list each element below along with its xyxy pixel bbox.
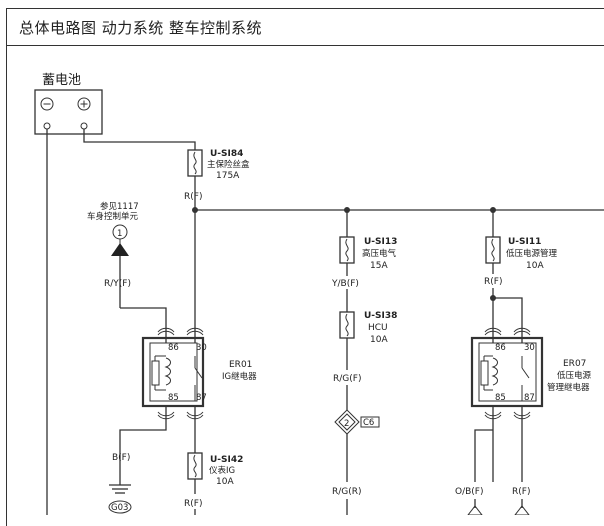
battery-box (34, 89, 103, 135)
fuse-hcu-id: U-SI38 (364, 311, 397, 321)
wire-label-rf-meter: R(F) (184, 499, 202, 509)
relay-switch-icon (194, 367, 203, 379)
er07-pin-86: 86 (495, 343, 506, 353)
fuse-main-rating: 175A (216, 171, 240, 181)
fuse-meter: U-SI42 仪表IG 10A (187, 452, 243, 487)
fuse-hv-name: 高压电气 (362, 248, 397, 259)
fuse-hv: U-SI13 高压电气 15A (339, 236, 397, 271)
er07-pin-87: 87 (524, 393, 535, 403)
connector-arrow-icon (467, 505, 483, 515)
wire-label-ryf: R/Y(F) (104, 279, 131, 289)
wire-label-ybf: Y/B(F) (331, 279, 359, 289)
relay-er01-id: ER01 (229, 360, 252, 370)
fuse-lv-name: 低压电源管理 (506, 248, 558, 259)
arrow-up-icon (111, 243, 129, 256)
relay-er01-box (141, 336, 205, 408)
wire-label-rgr: R/G(R) (332, 487, 362, 497)
relay-er07-box (470, 336, 544, 408)
fuse-lv: U-SI11 低压电源管理 10A (485, 236, 558, 271)
battery-label: 蓄电池 (42, 73, 81, 88)
wire-label-rf-lv2: R(F) (512, 487, 530, 497)
ground-symbol-icon: G03 (108, 484, 132, 514)
relay-er01: 86 30 85 87 ER01 IG继电器 (141, 327, 257, 420)
page-title: 总体电路图 动力系统 整车控制系统 (19, 19, 263, 37)
fuse-meter-id: U-SI42 (210, 455, 243, 465)
ground-wire (119, 415, 167, 485)
fuse-hcu-name: HCU (368, 323, 388, 333)
fuse-hv-rating: 15A (370, 261, 388, 271)
relay-er07-id: ER07 (563, 359, 586, 369)
er07-pin-30: 30 (524, 343, 535, 353)
wire-label-bf: B(F) (112, 453, 130, 463)
reference-line2: 车身控制单元 (87, 211, 139, 222)
wire-label-rgf: R/G(F) (333, 374, 361, 384)
wire-label-rf-main: R(F) (184, 192, 202, 202)
wiring-diagram-page: 总体电路图 动力系统 整车控制系统 蓄电池 U-SI84 主保险丝盒 175A (6, 8, 604, 526)
battery-positive-wire (83, 129, 196, 150)
circuit-diagram: 蓄电池 U-SI84 主保险丝盒 175A R(F) (34, 73, 604, 515)
reference-connector-num: 1 (117, 229, 122, 239)
reference-line1: 参见1117 (100, 201, 139, 212)
relay-er01-name: IG继电器 (222, 371, 257, 382)
relay-er07: 86 30 85 87 ER07 低压电源 管理继电器 (470, 327, 592, 420)
title-bar: 总体电路图 动力系统 整车控制系统 (6, 8, 604, 46)
battery: 蓄电池 (34, 73, 103, 135)
er01-pin-86: 86 (168, 343, 179, 353)
er07-pin-85: 85 (495, 393, 506, 403)
connector-c6: 2 C6 (334, 409, 380, 435)
junction-dot (192, 207, 198, 213)
battery-positive-icon (77, 97, 91, 111)
battery-negative-icon (40, 97, 54, 111)
fuse-hv-id: U-SI13 (364, 237, 397, 247)
fuse-lv-rating: 10A (526, 261, 544, 271)
wire-label-obf: O/B(F) (455, 487, 484, 497)
relay-switch-icon (521, 367, 530, 379)
battery-pos-terminal (80, 122, 88, 130)
connector-code: C6 (363, 418, 374, 428)
fuse-meter-name: 仪表IG (209, 465, 235, 476)
er01-pin-30: 30 (196, 343, 207, 353)
fuse-meter-rating: 10A (216, 477, 234, 487)
junction-dot (490, 295, 496, 301)
battery-neg-terminal (43, 122, 51, 130)
wire-label-rf-lv: R(F) (484, 277, 502, 287)
relay-er07-name-line1: 低压电源 (557, 370, 592, 381)
fuse-main: U-SI84 主保险丝盒 175A (187, 149, 250, 181)
fuse-hcu-rating: 10A (370, 335, 388, 345)
fuse-main-name: 主保险丝盒 (207, 159, 250, 170)
er01-pin-85: 85 (168, 393, 179, 403)
relay-coil-icon (480, 360, 489, 386)
fuse-main-id: U-SI84 (210, 149, 243, 159)
fuse-hcu: U-SI38 HCU 10A (339, 311, 397, 345)
connector-arrow-icon (514, 505, 530, 515)
relay-coil-icon (151, 360, 160, 386)
er01-pin-87: 87 (196, 393, 207, 403)
diagram-frame (6, 46, 604, 526)
relay-er07-name-line2: 管理继电器 (547, 382, 590, 393)
fuse-lv-id: U-SI11 (508, 237, 541, 247)
ground-id: G03 (111, 503, 128, 513)
bcm-reference: 参见1117 车身控制单元 1 R/Y(F) (87, 201, 167, 335)
connector-num: 2 (344, 419, 349, 429)
